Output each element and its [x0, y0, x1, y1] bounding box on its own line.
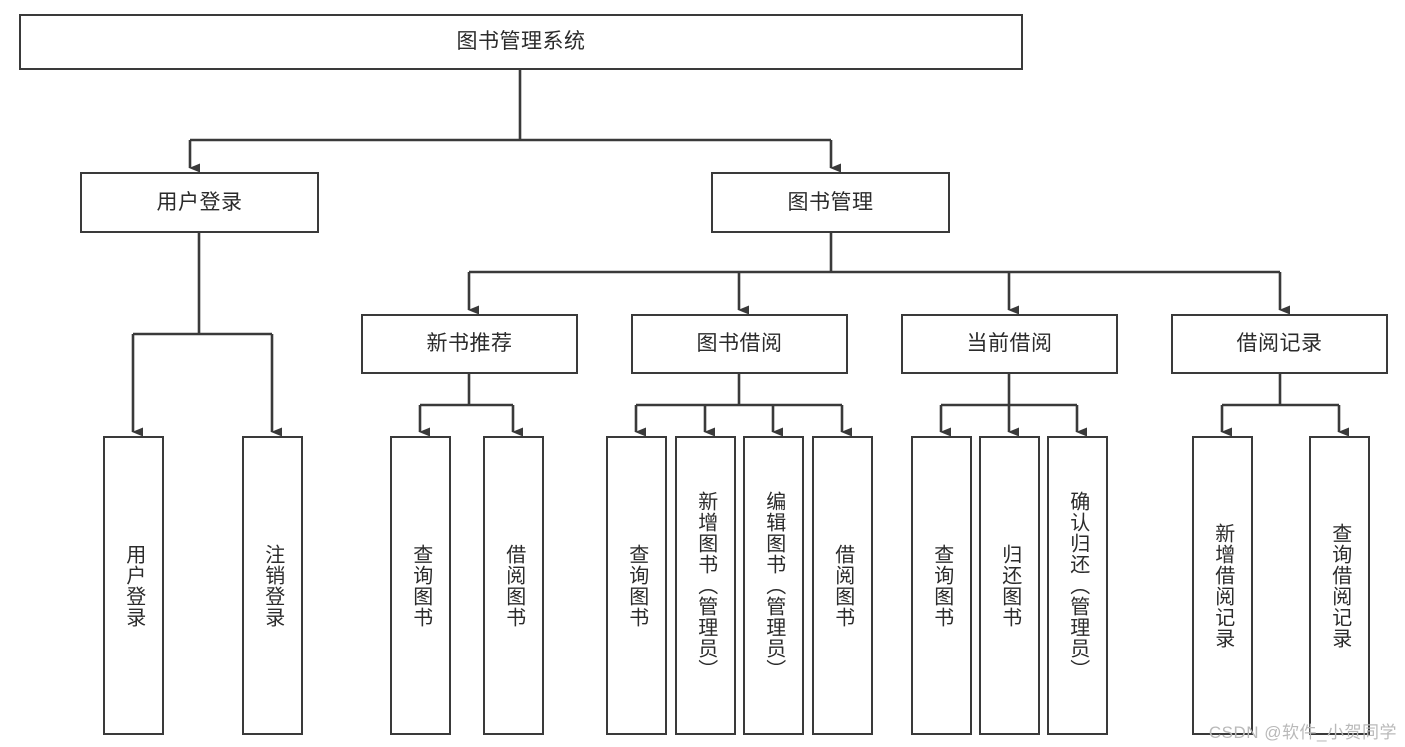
node-current-borrow[interactable]: 当前借阅: [901, 314, 1118, 374]
leaf-user-login-login-label: 用户登录: [122, 543, 145, 628]
node-borrow-record-label: 借阅记录: [1236, 332, 1323, 356]
leaf-user-login-logout[interactable]: 注销登录: [242, 436, 303, 735]
leaf-book-borrow-add-label: 新增图书（管理员）: [694, 491, 717, 680]
leaf-current-borrow-confirm[interactable]: 确认归还（管理员）: [1047, 436, 1108, 735]
leaf-new-book-borrow-label: 借阅图书: [502, 543, 525, 628]
node-user-login[interactable]: 用户登录: [80, 172, 319, 233]
leaf-borrow-record-query-label: 查询借阅记录: [1328, 522, 1351, 649]
node-book-borrow-label: 图书借阅: [696, 332, 783, 356]
leaf-current-borrow-return-label: 归还图书: [998, 543, 1021, 628]
leaf-borrow-record-query[interactable]: 查询借阅记录: [1309, 436, 1370, 735]
leaf-book-borrow-query[interactable]: 查询图书: [606, 436, 667, 735]
node-root-system-label: 图书管理系统: [456, 30, 586, 54]
leaf-current-borrow-query-label: 查询图书: [930, 543, 953, 628]
leaf-book-borrow-add[interactable]: 新增图书（管理员）: [675, 436, 736, 735]
leaf-book-borrow-borrow-label: 借阅图书: [831, 543, 854, 628]
leaf-current-borrow-return[interactable]: 归还图书: [979, 436, 1040, 735]
leaf-user-login-logout-label: 注销登录: [261, 543, 284, 628]
leaf-new-book-query-label: 查询图书: [409, 543, 432, 628]
node-book-management-label: 图书管理: [787, 190, 874, 214]
leaf-book-borrow-query-label: 查询图书: [625, 543, 648, 628]
leaf-new-book-borrow[interactable]: 借阅图书: [483, 436, 544, 735]
leaf-user-login-login[interactable]: 用户登录: [103, 436, 164, 735]
leaf-book-borrow-borrow[interactable]: 借阅图书: [812, 436, 873, 735]
leaf-new-book-query[interactable]: 查询图书: [390, 436, 451, 735]
leaf-book-borrow-edit-label: 编辑图书（管理员）: [762, 491, 785, 680]
leaf-current-borrow-confirm-label: 确认归还（管理员）: [1066, 491, 1089, 680]
leaf-borrow-record-add[interactable]: 新增借阅记录: [1192, 436, 1253, 735]
node-book-management[interactable]: 图书管理: [711, 172, 950, 233]
leaf-book-borrow-edit[interactable]: 编辑图书（管理员）: [743, 436, 804, 735]
node-borrow-record[interactable]: 借阅记录: [1171, 314, 1388, 374]
leaf-current-borrow-query[interactable]: 查询图书: [911, 436, 972, 735]
node-book-borrow[interactable]: 图书借阅: [631, 314, 848, 374]
node-new-book-recommend-label: 新书推荐: [426, 332, 513, 356]
node-user-login-label: 用户登录: [156, 190, 243, 214]
csdn-watermark: CSDN @软件_小贺同学: [1208, 723, 1397, 742]
node-root-system[interactable]: 图书管理系统: [19, 14, 1023, 70]
node-current-borrow-label: 当前借阅: [966, 332, 1053, 356]
leaf-borrow-record-add-label: 新增借阅记录: [1211, 522, 1234, 649]
node-new-book-recommend[interactable]: 新书推荐: [361, 314, 578, 374]
